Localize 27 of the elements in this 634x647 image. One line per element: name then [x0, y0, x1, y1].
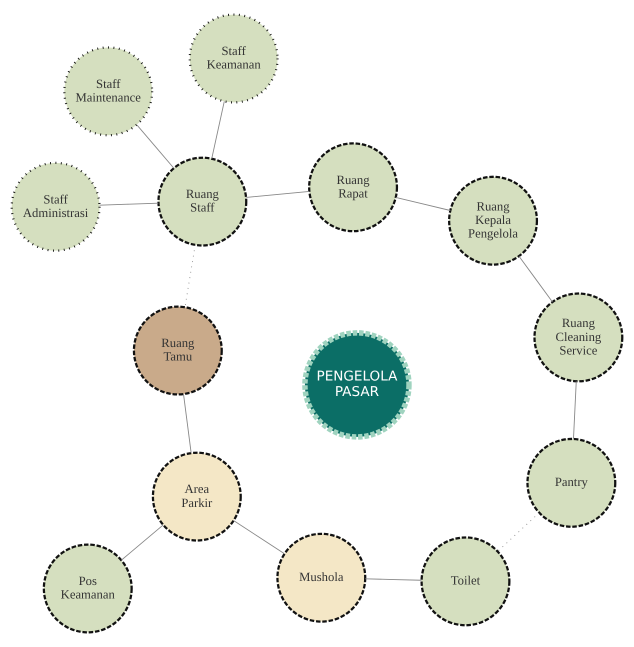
node-circle: Staff Maintenance: [63, 46, 154, 136]
node-circle: Area Parkir: [152, 452, 242, 542]
connector: [184, 244, 196, 308]
node-circle: Pantry: [526, 438, 616, 528]
connector: [136, 124, 174, 169]
node-circle: Ruang Staff: [157, 156, 248, 247]
node-circle: Ruang Tamu: [132, 306, 223, 396]
node-circle: PENGELOLA PASAR: [302, 330, 412, 440]
node-circle: Staff Administrasi: [10, 162, 101, 252]
node-circle: Toilet: [420, 536, 510, 626]
connector: [99, 202, 159, 206]
connector: [211, 100, 225, 160]
node-circle: Pos Keamanan: [42, 543, 133, 634]
node-circle: Ruang Kepala Pengelola: [448, 176, 538, 266]
connector: [233, 520, 285, 554]
connector: [395, 197, 451, 211]
node-circle: Ruang Cleaning Service: [533, 292, 624, 382]
connector: [518, 256, 553, 302]
node-circle: Staff Keamanan: [188, 13, 279, 104]
connector: [183, 394, 192, 454]
connector: [573, 381, 577, 440]
connector: [364, 578, 422, 581]
connector: [497, 512, 540, 552]
connector: [246, 190, 310, 198]
node-circle: Ruang Rapat: [308, 142, 398, 232]
node-circle: Mushola: [276, 532, 366, 623]
connector: [121, 524, 164, 561]
